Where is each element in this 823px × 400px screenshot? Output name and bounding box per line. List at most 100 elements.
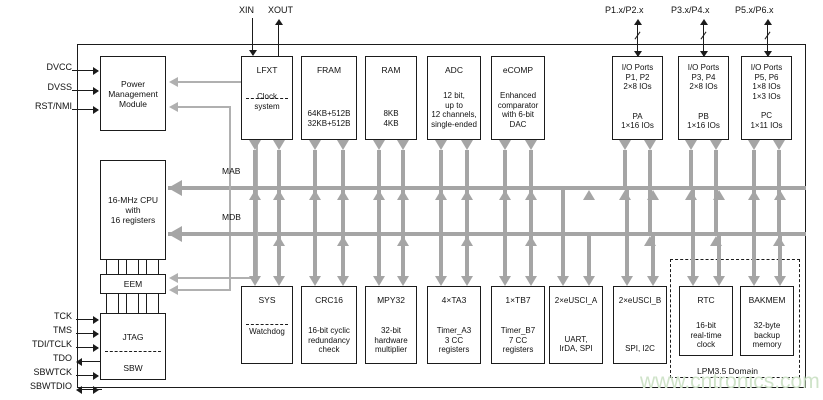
module-lfxt-body-0: Clock <box>256 92 277 101</box>
module-timer-a3[interactable]: 4×TA3 Timer_A3 3 CC registers <box>427 286 481 364</box>
pin-line-p5-p6 <box>767 24 769 56</box>
bus-arrow-rtc-mab-down <box>687 276 699 286</box>
module-ram-body-0: 8KB <box>383 109 399 118</box>
module-cpu[interactable]: 16-MHz CPU with 16 registers <box>100 160 166 260</box>
bus-stem-lfxt-mab <box>253 150 257 186</box>
module-eusci-a[interactable]: 2×eUSCI_A UART, IrDA, SPI <box>549 286 603 364</box>
module-cpu-line1: 16-MHz CPU <box>107 195 159 205</box>
module-sys[interactable]: SYS Watchdog <box>241 286 293 364</box>
connector-stub-eem-jtag-2 <box>126 293 139 313</box>
module-rtc-body-1: real-time <box>690 330 722 340</box>
pin-arrow-dvss <box>93 86 99 95</box>
module-eusci-b[interactable]: 2×eUSCI_B SPI, I2C <box>613 286 667 364</box>
pin-arrow-p3-p4-out <box>699 19 708 25</box>
pin-arrow-p1-p2-in <box>633 51 642 57</box>
bus-arrow-ta3-mdb-down <box>461 276 473 286</box>
bus-label-mdb: MDB <box>222 212 241 222</box>
module-rtc-body-2: clock <box>696 340 716 349</box>
bus-stem-eusci_b-mab <box>625 186 629 276</box>
module-lfxt-body-1: system <box>254 101 280 111</box>
module-timer-a3-body-1: 3 CC <box>444 335 464 345</box>
pin-label-dvcc: DVCC <box>46 62 72 72</box>
module-lfxt-divider <box>246 98 288 99</box>
bus-stem-ecomp-mab <box>503 150 507 186</box>
module-lfxt[interactable]: LFXT Clock system <box>241 56 293 140</box>
bus-stem-ram-mab <box>377 150 381 186</box>
bus-stem-mpy32-mab <box>377 186 381 276</box>
module-ecomp[interactable]: eCOMP Enhanced comparator with 6-bit DAC <box>491 56 545 140</box>
bus-arrow-crc16-mab-down <box>309 276 321 286</box>
bus-arrow-sys-cross-up <box>273 190 285 200</box>
bus-stem-fram-mab <box>313 150 317 186</box>
bus-arrow-tb7-mab-down <box>499 276 511 286</box>
bus-label-mab: MAB <box>222 166 241 176</box>
pin-line-tdi-tclk <box>76 347 98 349</box>
module-io-pc-l4: 1×3 IOs <box>752 91 781 101</box>
module-io-pb-l3: 2×8 IOs <box>689 82 718 91</box>
module-jtag-sbw[interactable]: JTAG SBW <box>100 313 166 380</box>
module-io-pb-group: PB <box>698 111 709 121</box>
feedback-arrow-pmm-b <box>169 102 178 112</box>
bus-stem-bakmem-mdb <box>778 232 782 276</box>
module-rtc-title: RTC <box>697 295 715 305</box>
module-io-ports-pb[interactable]: I/O Ports P3, P4 2×8 IOs PB 1×16 IOs <box>678 56 729 140</box>
bus-arrow-ram-mab-down <box>373 140 385 150</box>
pin-line-xout <box>278 24 280 58</box>
module-jtag-divider <box>105 351 161 352</box>
module-timer-b7-body-2: registers <box>502 345 534 354</box>
module-mpy32-body-2: multiplier <box>374 345 407 354</box>
bus-stem-eusci_a-mab <box>561 186 565 276</box>
bus-arrow-mpy32-mdb-down <box>397 276 409 286</box>
feedback-arrow-eem-b <box>169 285 178 295</box>
bus-arrow-tb7-mdb-down <box>525 276 537 286</box>
pin-arrow-tdo <box>76 357 82 366</box>
connector-stub-cpu-eem-1 <box>106 259 119 275</box>
module-power-management[interactable]: Power Management Module <box>100 56 166 131</box>
module-eem[interactable]: EEM <box>100 274 166 294</box>
module-mpy32-body-1: hardware <box>374 335 408 345</box>
module-timer-a3-body-2: registers <box>438 345 470 354</box>
pin-arrow-tck <box>93 315 99 324</box>
pin-line-dvss <box>72 90 98 92</box>
module-adc-body-1: up to <box>445 100 463 110</box>
module-ram[interactable]: RAM 8KB 4KB <box>365 56 417 140</box>
bus-stem-sys-mab <box>253 186 257 276</box>
module-io-ports-pa[interactable]: I/O Ports P1, P2 2×8 IOs PA 1×16 IOs <box>612 56 663 140</box>
bus-arrow-eusci_b-cross-up <box>647 190 659 200</box>
bus-arrow-crc16-mdb-down <box>337 276 349 286</box>
pin-arrow-p3-p4-in <box>699 51 708 57</box>
module-rtc[interactable]: RTC 16-bit real-time clock <box>679 286 733 356</box>
bus-stem-rtc-mdb <box>717 232 721 276</box>
bus-arrow-tb7-cross-up <box>525 190 537 200</box>
module-mpy32[interactable]: MPY32 32-bit hardware multiplier <box>365 286 417 364</box>
module-bakmem[interactable]: BAKMEM 32-byte backup memory <box>740 286 794 356</box>
module-io-pa-l3: 2×8 IOs <box>623 82 652 91</box>
bus-arrow-bakmem-mab-down <box>748 276 760 286</box>
module-sys-body-0: Watchdog <box>249 327 285 336</box>
bus-arrow-ta3-cross-up <box>461 190 473 200</box>
pin-line-sbwtdio <box>82 389 102 391</box>
module-io-pa-group: PA <box>632 111 643 121</box>
module-fram[interactable]: FRAM 64KB+512B 32KB+512B <box>301 56 357 140</box>
module-adc[interactable]: ADC 12 bit, up to 12 channels, single-en… <box>427 56 481 140</box>
connector-stub-cpu-eem-2 <box>126 259 139 275</box>
bus-stem-mpy32-mdb <box>401 232 405 276</box>
pin-label-tdo: TDO <box>53 353 72 363</box>
module-timer-b7[interactable]: 1×TB7 Timer_B7 7 CC registers <box>491 286 545 364</box>
module-bakmem-body-0: 32-byte <box>753 321 781 330</box>
module-io-ports-pc[interactable]: I/O Ports P5, P6 1×8 IOs 1×3 IOs PC 1×11… <box>741 56 792 140</box>
module-eusci-b-title: 2×eUSCI_B <box>618 296 662 305</box>
module-eusci-a-body-0: UART, <box>564 334 588 344</box>
bus-arrow-adc-mdb-down <box>461 140 473 150</box>
bus-arrow-ram-mdb-down <box>397 140 409 150</box>
pin-label-tck: TCK <box>54 311 72 321</box>
pin-arrow-tdi-tclk <box>93 343 99 352</box>
module-crc16[interactable]: CRC16 16-bit cyclic redundancy check <box>301 286 357 364</box>
module-mpy32-title: MPY32 <box>377 295 405 305</box>
module-adc-body-3: single-ended <box>431 119 477 129</box>
bus-arrow-eusci_a-cross-up <box>583 190 595 200</box>
bus-arrow-rtc-mdb-down <box>713 276 725 286</box>
bus-stem-eusci_a-mdb <box>587 232 591 276</box>
chip-boundary <box>77 44 806 388</box>
bus-arrow-pb-mab-down <box>685 140 697 150</box>
